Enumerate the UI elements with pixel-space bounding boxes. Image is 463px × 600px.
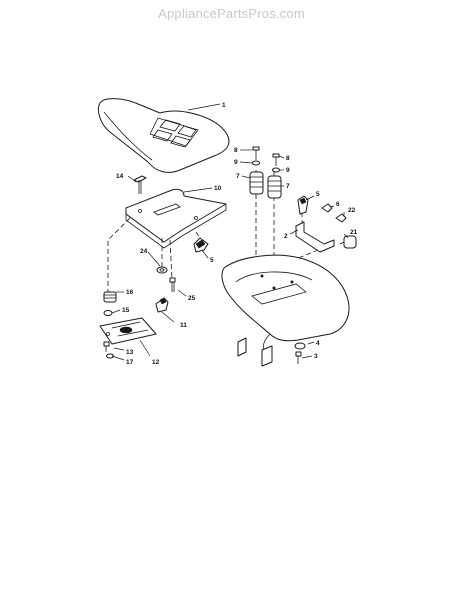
callout-11: 11 (180, 322, 187, 329)
callout-25: 25 (188, 295, 196, 302)
seat (97, 98, 230, 173)
callout-labels: 1 2 3 4 5 5 6 7 7 8 8 9 9 10 11 12 13 14… (116, 102, 358, 366)
callout-6: 6 (336, 201, 340, 208)
latch-nuts (321, 203, 347, 223)
callout-1: 1 (222, 102, 226, 109)
slide-bracket (99, 317, 157, 345)
callout-15: 15 (122, 307, 130, 314)
nut (103, 310, 113, 316)
screw (169, 277, 176, 292)
leader-lines (111, 103, 349, 361)
pivot-bracket (295, 221, 335, 253)
seat-pan (125, 188, 227, 249)
watermark: AppliancePartsPros.com (158, 6, 305, 21)
callout-7-left: 7 (236, 173, 240, 180)
callout-16: 16 (126, 289, 134, 296)
callout-4: 4 (316, 340, 320, 347)
washer (156, 266, 168, 274)
callout-8-right: 8 (286, 155, 290, 162)
mounting-tabs (237, 337, 273, 367)
spring-bolts (252, 146, 280, 173)
callout-10: 10 (214, 185, 222, 192)
callout-8-left: 8 (234, 147, 238, 154)
callout-12: 12 (152, 359, 160, 366)
callout-17: 17 (126, 359, 134, 366)
adjustment-knob (339, 235, 357, 249)
callout-9-right: 9 (286, 167, 290, 174)
callout-5-left: 5 (210, 257, 214, 264)
lever (193, 237, 209, 253)
callout-21: 21 (350, 229, 358, 236)
callout-9-left: 9 (234, 159, 238, 166)
callout-14: 14 (116, 173, 124, 180)
callout-5-right: 5 (316, 191, 320, 198)
callout-13: 13 (126, 349, 134, 356)
callout-22: 22 (348, 207, 356, 214)
bolt (133, 175, 147, 194)
seat-springs (249, 171, 282, 199)
callout-7-right: 7 (286, 183, 290, 190)
callout-3: 3 (314, 353, 318, 360)
callout-24: 24 (140, 248, 148, 255)
bolt-and-nut (103, 341, 114, 359)
washer-and-bolt (294, 342, 306, 364)
fender-frame (221, 254, 350, 353)
spring (103, 291, 117, 303)
callout-2: 2 (284, 233, 288, 240)
knob (155, 297, 169, 313)
latch (297, 195, 309, 215)
